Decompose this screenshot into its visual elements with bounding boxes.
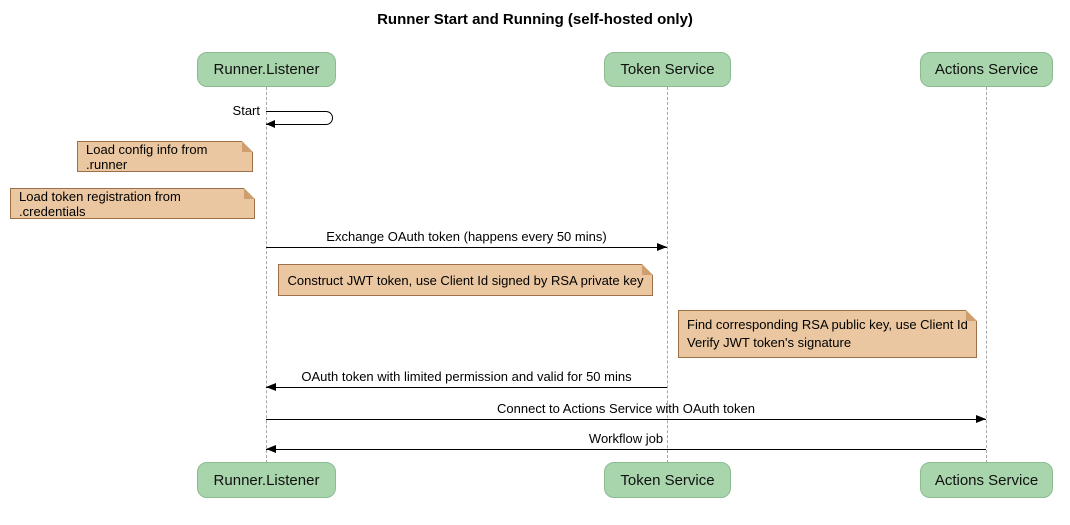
lifeline-actions-service <box>986 87 987 463</box>
note-text-line1: Find corresponding RSA public key, use C… <box>687 316 968 332</box>
note-construct-jwt: Construct JWT token, use Client Id signe… <box>278 264 653 296</box>
lifeline-token-service <box>667 87 668 463</box>
participant-actions-service-bottom: Actions Service <box>920 462 1053 498</box>
participant-token-service-top: Token Service <box>604 52 731 87</box>
participant-label: Token Service <box>620 471 715 489</box>
self-message-label: Start <box>232 103 260 118</box>
diagram-title: Runner Start and Running (self-hosted on… <box>377 11 693 28</box>
self-message-loop-arrow <box>266 111 333 128</box>
message-label-exchange-oauth: Exchange OAuth token (happens every 50 m… <box>326 229 607 244</box>
message-label-connect-actions: Connect to Actions Service with OAuth to… <box>497 401 755 416</box>
participant-label: Actions Service <box>934 61 1039 78</box>
participant-runner-listener-bottom: Runner.Listener <box>197 462 336 498</box>
participant-label: Runner.Listener <box>213 61 320 78</box>
note-load-config: Load config info from .runner <box>77 141 253 172</box>
note-text: Load config info from .runner <box>86 141 208 172</box>
participant-actions-service-top: Actions Service <box>920 52 1053 87</box>
participant-runner-listener-top: Runner.Listener <box>197 52 336 87</box>
message-arrow-connect-actions <box>266 415 986 423</box>
participant-token-service-bottom: Token Service <box>604 462 731 498</box>
message-arrow-oauth-token-returned <box>266 383 667 391</box>
note-load-token-registration: Load token registration from .credential… <box>10 188 255 219</box>
note-verify-jwt: Find corresponding RSA public key, use C… <box>678 310 977 358</box>
message-arrow-workflow-job <box>266 445 986 453</box>
participant-label: Actions Service <box>934 471 1039 489</box>
message-label-workflow-job: Workflow job <box>588 431 664 446</box>
participant-label: Token Service <box>620 61 715 78</box>
message-label-oauth-token-returned: OAuth token with limited permission and … <box>301 369 632 384</box>
message-arrow-exchange-oauth <box>266 243 667 251</box>
note-text: Construct JWT token, use Client Id signe… <box>287 272 644 288</box>
participant-label: Runner.Listener <box>213 471 320 489</box>
note-text: Load token registration from .credential… <box>19 188 181 219</box>
note-text-line2: Verify JWT token's signature <box>687 335 852 350</box>
lifeline-runner-listener <box>266 87 267 463</box>
